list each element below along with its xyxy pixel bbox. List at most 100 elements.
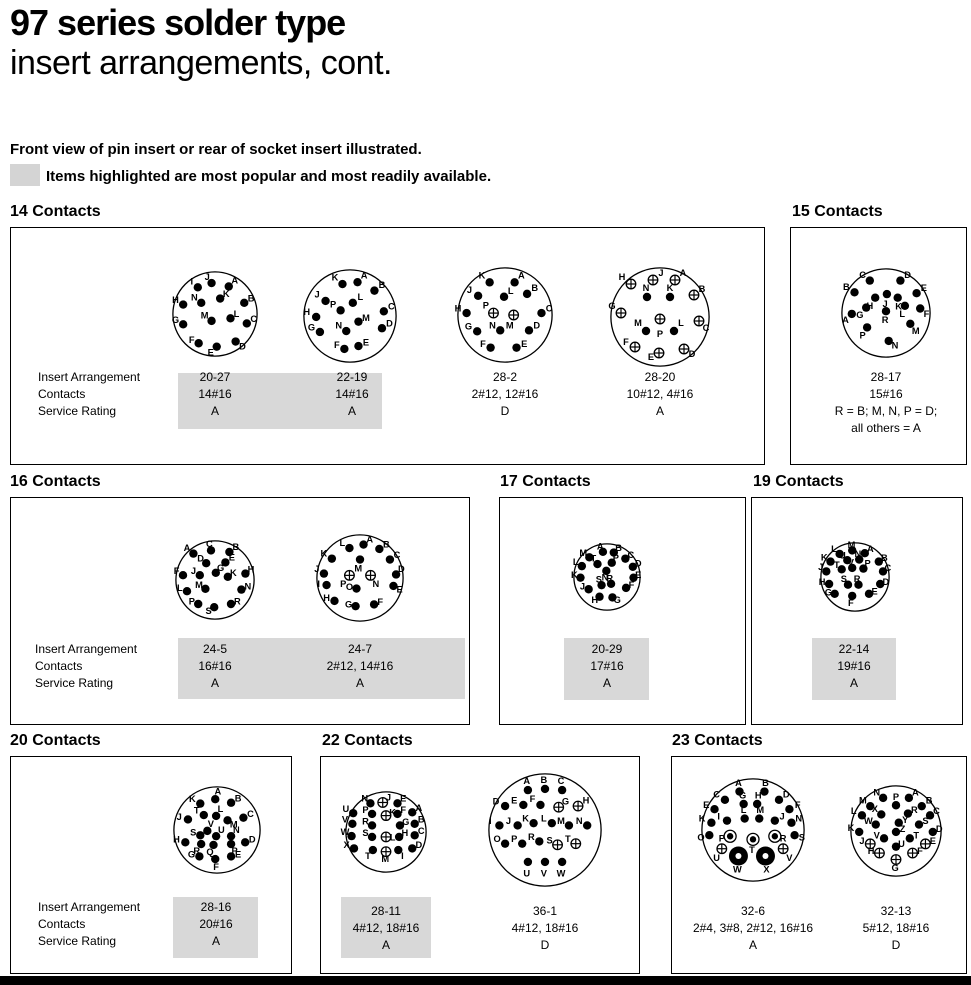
pin-label: P (231, 846, 237, 856)
solid-dot-pin-icon: B (370, 280, 386, 295)
solid-dot-pin-icon: L (211, 804, 224, 821)
pin-label: B (418, 815, 425, 825)
solid-dot-pin-icon: J (315, 289, 330, 306)
pin-label: C (250, 314, 257, 324)
solid-dot-pin-icon: I (394, 845, 404, 861)
pin-label: F (917, 846, 923, 856)
solid-dot-pin-icon: T (591, 554, 602, 569)
pin-label: G (608, 301, 615, 311)
pin-label: N (854, 549, 861, 559)
pin-label: E (521, 339, 527, 349)
pin-label: J (883, 299, 888, 309)
crossed-circle-pin-icon: G (553, 797, 569, 813)
pin-label: L (177, 583, 183, 593)
solid-dot-pin-icon: R (903, 805, 918, 818)
solid-dot-pin-icon: F (189, 335, 203, 348)
solid-dot-pin-icon: L (340, 538, 354, 553)
solid-dot-pin-icon: R (193, 839, 206, 856)
solid-dot-pin-icon: C (713, 790, 730, 805)
solid-dot-pin-icon: S (790, 831, 805, 842)
solid-dot-pin-icon: Y (894, 815, 909, 827)
pin-label: B (762, 778, 769, 788)
solid-dot-pin-icon: B (541, 775, 550, 794)
solid-dot-pin-icon: B (874, 553, 888, 566)
crossed-circle-pin-icon: U (713, 843, 728, 863)
pin-label: U (218, 825, 225, 835)
solid-dot-pin-icon: S (841, 574, 853, 589)
solid-dot-pin-icon: R (362, 816, 377, 830)
pin-label: D (882, 577, 889, 587)
pin-label: L (851, 806, 857, 816)
solid-dot-pin-icon: G (172, 315, 188, 329)
solid-dot-pin-icon: C (859, 270, 874, 285)
pin-label: K (479, 271, 486, 281)
solid-dot-pin-icon: D (240, 835, 256, 847)
solid-dot-pin-icon: U (211, 825, 225, 841)
solid-dot-pin-icon: K (332, 272, 347, 289)
solid-dot-pin-icon: A (359, 534, 373, 549)
solid-dot-pin-icon: M (354, 313, 370, 326)
pin-label: M (506, 321, 514, 331)
pin-label: C (859, 270, 866, 280)
service-rating-value: A (355, 676, 364, 690)
page-title: 97 series solder type (10, 2, 346, 43)
contacts-value: 4#12, 18#16 (511, 921, 579, 935)
highlight-swatch-icon (10, 164, 40, 186)
pin-label: B (699, 284, 706, 294)
pin-label: E (930, 836, 936, 846)
solid-dot-pin-icon: H (323, 593, 339, 606)
pin-label: C (206, 539, 213, 549)
pin-label: L (541, 814, 547, 824)
table-row-label: Insert Arrangement (35, 642, 138, 656)
solid-dot-pin-icon: P (226, 839, 238, 856)
pin-label: K (667, 283, 674, 293)
pin-label: G (739, 791, 746, 801)
pin-label: N (233, 825, 240, 835)
solid-dot-pin-icon: M (579, 548, 594, 562)
pin-label: R (362, 816, 369, 826)
pin-label: A (523, 776, 530, 786)
solid-dot-pin-icon: N (873, 787, 888, 803)
solid-dot-pin-icon: O (346, 582, 361, 593)
insert-shell (172, 271, 258, 357)
crossed-circle-pin-icon: T (565, 834, 582, 850)
section-heading-15-contacts: 15 Contacts (792, 203, 883, 220)
pin-label: N (335, 320, 342, 330)
solid-dot-pin-icon: F (785, 800, 801, 814)
table-row-label: Service Rating (35, 676, 114, 690)
pin-label: F (480, 339, 486, 349)
pin-label: H (455, 303, 462, 313)
pin-label: P (189, 597, 195, 607)
pin-label: F (623, 337, 629, 347)
solid-dot-pin-icon: L (499, 286, 514, 301)
pin-label: R (854, 574, 861, 584)
solid-dot-pin-icon: L (851, 806, 867, 820)
pin-label: K (223, 289, 230, 299)
pin-label: L (340, 538, 346, 548)
solid-dot-pin-icon: N (602, 566, 611, 583)
pin-label: L (573, 557, 579, 567)
solid-dot-pin-icon: A (353, 271, 368, 287)
solid-dot-pin-icon: F (480, 339, 495, 352)
solid-dot-pin-icon: G (856, 303, 871, 320)
pin-label: C (933, 806, 940, 816)
solid-dot-pin-icon: L (899, 301, 910, 319)
crossed-circle-pin-icon: N (365, 569, 379, 589)
pin-label: G (172, 315, 179, 325)
solid-dot-pin-icon: L (177, 583, 192, 596)
pin-label: G (614, 595, 621, 605)
pin-label: M (756, 805, 764, 815)
solid-dot-pin-icon: X (344, 840, 359, 853)
pin-label: K (699, 814, 706, 824)
pin-label: B (232, 542, 239, 552)
solid-dot-pin-icon: M (859, 796, 875, 811)
solid-dot-pin-icon: A (860, 544, 874, 558)
solid-dot-pin-icon: D (628, 558, 642, 571)
pin-label: C (546, 303, 553, 313)
solid-dot-pin-icon: P (330, 300, 345, 315)
pin-label: F (213, 862, 219, 872)
pin-label: L (508, 286, 514, 296)
pin-label: D (398, 564, 405, 574)
